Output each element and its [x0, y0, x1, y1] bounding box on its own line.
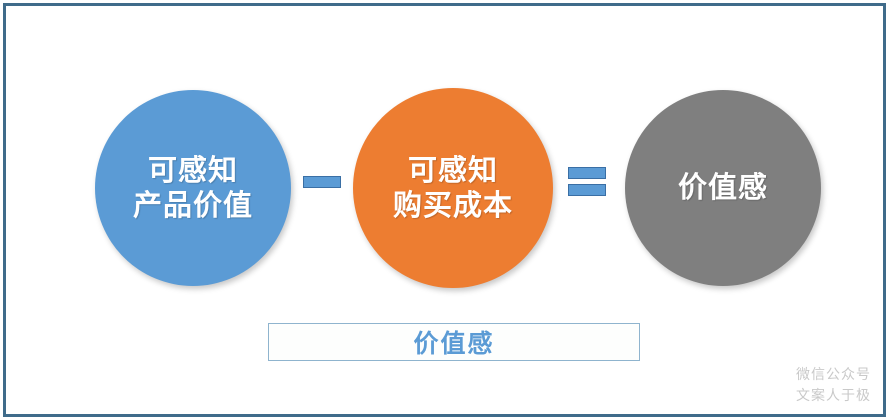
watermark: 微信公众号 文案人于极	[796, 365, 871, 406]
result-label-box[interactable]: 价值感	[268, 323, 640, 361]
watermark-line-1: 微信公众号	[796, 367, 871, 384]
circle-perceived-product-value[interactable]: 可感知 产品价值	[95, 90, 291, 286]
minus-operator-icon	[302, 162, 342, 202]
circle-1-line-1: 可感知	[147, 152, 238, 187]
watermark-line-2: 文案人于极	[796, 387, 871, 404]
circle-1-line-2: 产品价值	[132, 188, 253, 222]
equals-bar-top	[568, 166, 606, 179]
result-label-text: 价值感	[413, 329, 495, 358]
equals-bar-bottom	[568, 183, 606, 196]
circle-value-perception[interactable]: 价值感	[625, 90, 821, 286]
circle-3-line-1: 价值感	[677, 170, 768, 205]
circle-2-line-2: 购买成本	[392, 188, 513, 222]
circle-perceived-purchase-cost[interactable]: 可感知 购买成本	[353, 88, 553, 288]
circle-2-line-1: 可感知	[407, 152, 498, 187]
equals-operator-icon	[566, 158, 608, 204]
minus-bar	[303, 176, 341, 188]
